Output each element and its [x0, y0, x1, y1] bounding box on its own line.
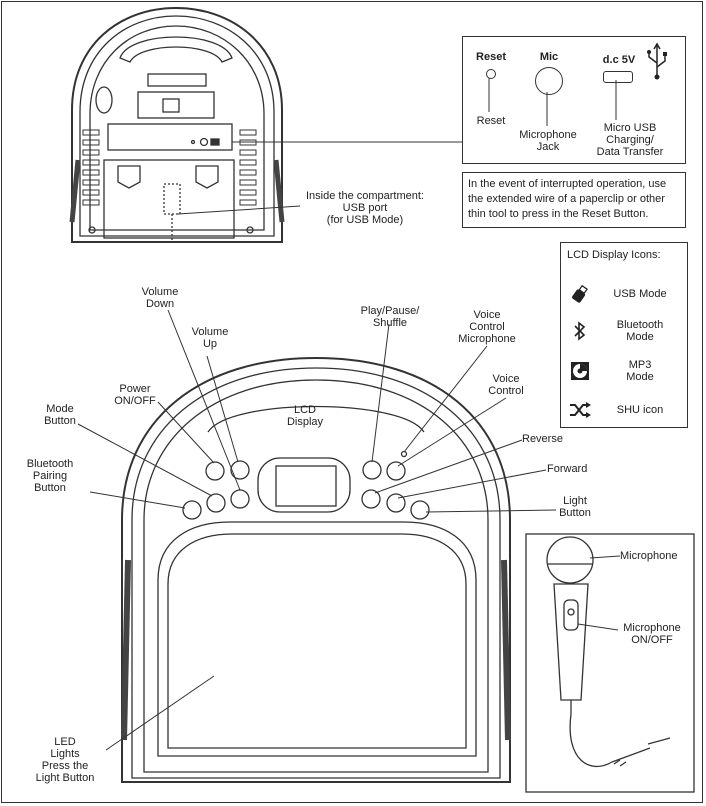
mp3-disc-icon [569, 360, 591, 382]
box-leaders [488, 78, 617, 126]
forward-label: Forward [547, 463, 588, 475]
ports-box: Reset Reset Mic Microphone Jack d.c 5V M… [462, 36, 686, 164]
mic-jack-icon [535, 67, 563, 95]
reset-title: Reset [476, 51, 506, 63]
mic-switch-label: Microphone ON/OFF [623, 622, 681, 646]
mic-jack-label: Microphone Jack [519, 129, 577, 153]
lcd-icon-mp3: MP3 Mode [569, 359, 689, 383]
device-front-view [121, 356, 511, 783]
lcd-icon-usb: USB Mode [569, 283, 689, 305]
lcd-icon-bluetooth-label: Bluetooth Mode [616, 319, 664, 343]
usb-port-icon [603, 71, 633, 83]
lcd-icon-bluetooth: Bluetooth Mode [569, 319, 689, 343]
usb-stick-icon [569, 283, 591, 305]
volume-up-label: Volume Up [191, 326, 229, 350]
play-pause-label: Play/Pause/ Shuffle [360, 305, 420, 329]
reset-label: Reset [476, 115, 506, 127]
compartment-label: Inside the compartment: USB port (for US… [305, 190, 424, 226]
usb-port-label: Micro USB Charging/ Data Transfer [596, 122, 664, 158]
microphone-label: Microphone [620, 550, 678, 562]
reset-note-text: In the event of interrupted operation, u… [468, 178, 667, 220]
lcd-icon-usb-label: USB Mode [613, 288, 667, 300]
reset-note-box: In the event of interrupted operation, u… [462, 172, 686, 228]
dc-title: d.c 5V [602, 54, 636, 66]
device-back-view [69, 6, 285, 243]
mode-button-label: Mode Button [44, 403, 76, 427]
lcd-icon-shuffle: SHU icon [569, 399, 689, 421]
bluetooth-pairing-label: Bluetooth Pairing Button [26, 458, 74, 494]
led-lights-label: LED Lights Press the Light Button [35, 736, 95, 784]
reverse-label: Reverse [522, 433, 563, 445]
shuffle-icon [569, 399, 591, 421]
light-button-label: Light Button [559, 495, 591, 519]
power-label: Power ON/OFF [114, 383, 156, 407]
lcd-icons-title: LCD Display Icons: [567, 249, 661, 261]
volume-down-label: Volume Down [141, 286, 179, 310]
lcd-icon-mp3-label: MP3 Mode [626, 359, 654, 383]
bluetooth-icon [569, 320, 591, 342]
voice-control-label: Voice Control [488, 373, 524, 397]
microphone-drawing [525, 533, 695, 793]
lcd-icons-box: LCD Display Icons: USB Mode Bluetooth Mo… [560, 242, 688, 428]
mic-title: Mic [539, 51, 559, 63]
usb-symbol-icon [647, 42, 667, 80]
lcd-display-label: LCD Display [286, 404, 324, 428]
lcd-icon-shuffle-label: SHU icon [616, 404, 664, 416]
reset-hole-icon [486, 69, 496, 79]
front-buttons [182, 450, 430, 520]
voice-mic-label: Voice Control Microphone [458, 309, 516, 345]
